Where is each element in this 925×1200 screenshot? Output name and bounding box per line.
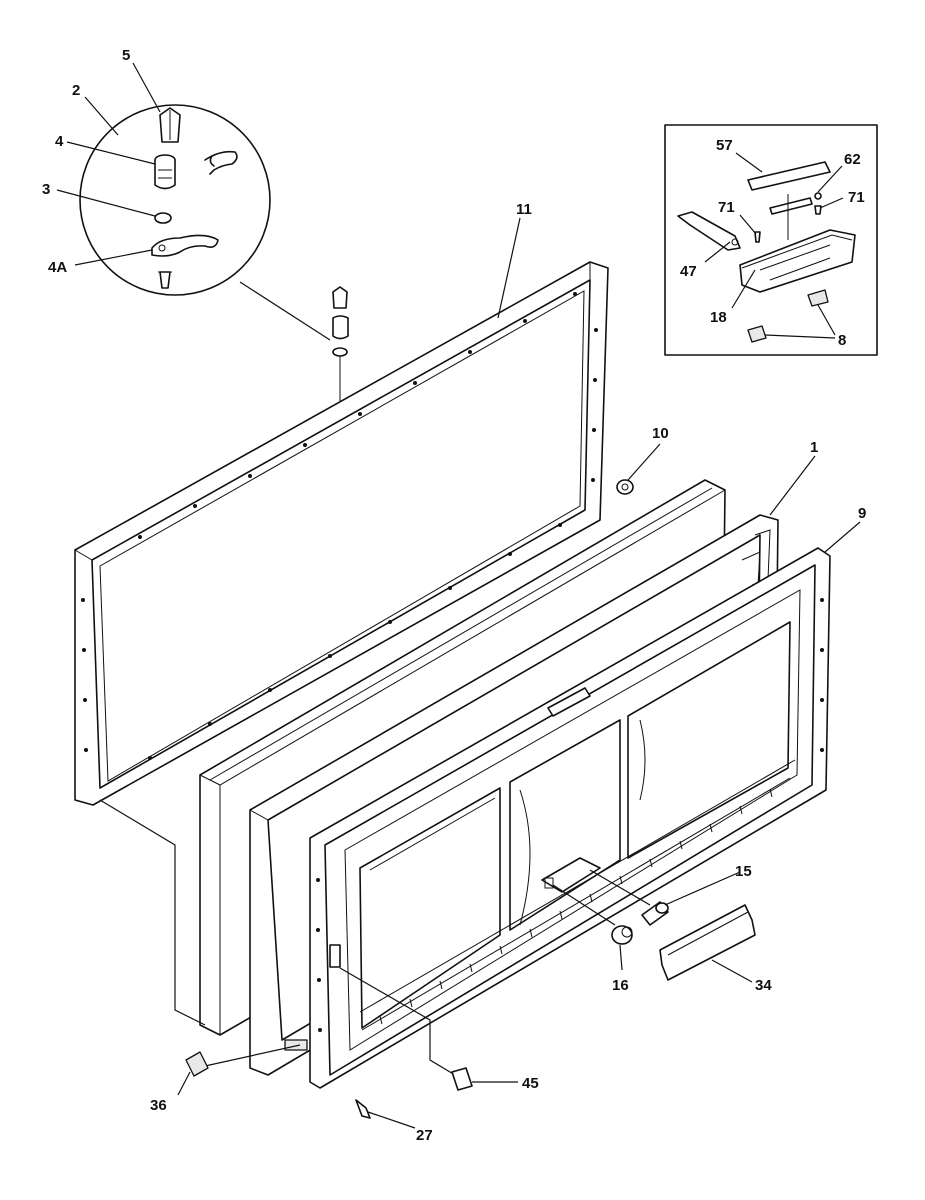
label-part-47: 47 xyxy=(680,263,697,280)
knob-part-16 xyxy=(611,925,633,945)
label-part-15: 15 xyxy=(735,863,752,880)
hinge-bracket-part-4a xyxy=(151,234,219,257)
label-part-57: 57 xyxy=(716,137,733,154)
label-part-2: 2 xyxy=(72,82,80,99)
clip-part-36 xyxy=(185,1051,209,1077)
label-part-45: 45 xyxy=(522,1075,539,1092)
washer-part-3 xyxy=(154,212,172,224)
screw-part-27 xyxy=(355,1099,371,1119)
label-part-10: 10 xyxy=(652,425,669,442)
label-part-5: 5 xyxy=(122,47,130,64)
label-part-27: 27 xyxy=(416,1127,433,1144)
label-part-11: 11 xyxy=(516,201,532,218)
label-part-16: 16 xyxy=(612,977,629,994)
label-part-4a: 4A xyxy=(48,259,67,276)
lock-part-15 xyxy=(641,901,669,926)
bumper-part-45 xyxy=(451,1067,473,1091)
label-part-62: 62 xyxy=(844,151,861,168)
label-part-8: 8 xyxy=(838,332,846,349)
label-part-9: 9 xyxy=(858,505,866,522)
label-part-36: 36 xyxy=(150,1097,167,1114)
label-part-4: 4 xyxy=(55,133,64,150)
outer-door-panel-part-9 xyxy=(284,547,831,1089)
bushing-part-4 xyxy=(154,154,176,190)
handle-trim-part-34 xyxy=(659,904,756,981)
clip-part xyxy=(204,150,238,175)
label-part-34: 34 xyxy=(755,977,772,994)
nut-part-10 xyxy=(616,479,634,495)
label-part-18: 18 xyxy=(710,309,727,326)
label-part-3: 3 xyxy=(42,181,50,198)
gasket-frame-part-11 xyxy=(74,261,609,806)
label-part-1: 1 xyxy=(810,439,818,456)
hinge-pin-part-5 xyxy=(159,107,181,143)
hinge-detail-circle xyxy=(79,104,271,296)
label-part-71-right: 71 xyxy=(848,189,865,206)
handle-detail-inset xyxy=(664,124,878,356)
label-part-71-left: 71 xyxy=(718,199,735,216)
